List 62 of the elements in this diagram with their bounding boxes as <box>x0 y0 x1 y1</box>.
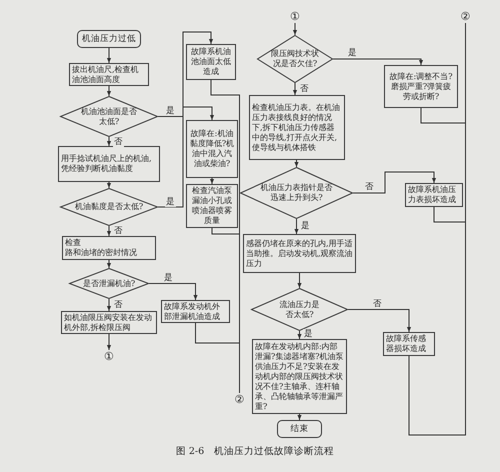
arrow <box>210 178 214 184</box>
process-box: 故障系传感器损坏造成 <box>383 332 435 356</box>
terminal-box: 结束 <box>277 420 322 438</box>
arrow <box>294 218 299 234</box>
arrow <box>106 334 112 350</box>
process-box: 故障在:机油黏度降低?机油中混入汽油或柴油? <box>186 120 238 178</box>
decision-diamond: 机油黏度是否太低? <box>60 188 158 226</box>
arrow <box>106 182 112 188</box>
decision-diamond: 是否泄漏机油? <box>69 268 149 299</box>
decision-diamond: 机油压力表指针是否迅速上升到头? <box>240 167 353 219</box>
arrow <box>158 106 214 208</box>
arrow <box>348 309 412 332</box>
terminal-box: 机油压力过低 <box>77 30 141 48</box>
edge-label: 否 <box>113 137 124 147</box>
connector-line <box>195 322 240 394</box>
arrow <box>106 298 112 312</box>
connector-symbol: ① <box>102 350 116 363</box>
edge-label: 是 <box>163 273 174 283</box>
process-box: 感器仍堵在原来的孔内,用手适当助推。启动发动机,观察流油压力 <box>243 234 356 273</box>
process-box: 如机油限压阀安装在发动机外部,拆检限压阀 <box>61 311 157 334</box>
figure-caption: 图 2-6 机油压力过低故障诊断流程 <box>174 446 336 457</box>
edge-label: 否 <box>299 84 310 94</box>
edge-label: 是 <box>165 197 176 207</box>
arrow <box>106 260 112 268</box>
arrow <box>297 330 302 340</box>
arrow <box>106 136 112 146</box>
decision-diamond: 机油池油面是否太低? <box>60 96 158 137</box>
edge-label: 是 <box>300 221 311 231</box>
arrow <box>148 283 198 300</box>
arrow <box>292 22 298 36</box>
arrow <box>352 172 436 194</box>
process-box: 用手捻试机油尺上的机油,凭经验判断机油黏度 <box>58 146 160 182</box>
process-box: 检查 路和油堵的密封情况 <box>62 236 156 260</box>
arrow <box>297 272 302 288</box>
process-box: 拔出机油尺,检查机油池油面高度 <box>69 63 149 86</box>
process-box: 故障在:调整不当?磨损严重?弹簧疲劳或折断? <box>384 65 458 108</box>
arrow <box>106 226 112 236</box>
edge-label: 否 <box>113 226 124 236</box>
arrow <box>297 414 302 420</box>
process-box: 故障系机油池油面太低造成 <box>186 44 236 80</box>
edge-label: 是 <box>303 329 314 339</box>
connector-symbol: ② <box>459 10 472 23</box>
arrow <box>106 48 112 64</box>
connector-symbol: ② <box>233 393 246 406</box>
arrow <box>332 58 424 66</box>
process-box: 故障系机油压力表损坏造成 <box>405 183 463 207</box>
connector-symbol: ① <box>288 10 302 23</box>
edge-label: 是 <box>165 106 176 116</box>
process-box: 故障系发动机外部泄漏机油造成 <box>161 300 230 323</box>
edge-label: 是 <box>347 48 358 58</box>
arrow <box>106 86 112 96</box>
connector-line <box>408 22 466 436</box>
edge-label: 否 <box>372 299 383 309</box>
process-box: 故障在发动机内部:内部泄漏?集滤器堵塞?机油泵供油压力不足?安装在发动机内部的限压阀技术状况不佳?主轴承、连杆轴承、凸轮轴轴承等泄漏严重? <box>252 339 347 414</box>
edge-label: 否 <box>364 182 375 192</box>
decision-diamond: 限压阀技术状况是否欠佳? <box>257 35 333 83</box>
arrow <box>294 160 299 168</box>
process-box: 检查汽油泵漏油小孔或喷油器喷雾质量 <box>186 184 238 228</box>
edge-label: 否 <box>113 300 124 310</box>
process-box: 检查机油压力表。在机油压力表接线良好的情况下,拆下机油压力传感器中的导线,打开点火开关,使导线与机体搭铁 <box>249 95 345 160</box>
arrow <box>292 82 298 96</box>
arrow <box>158 32 214 117</box>
